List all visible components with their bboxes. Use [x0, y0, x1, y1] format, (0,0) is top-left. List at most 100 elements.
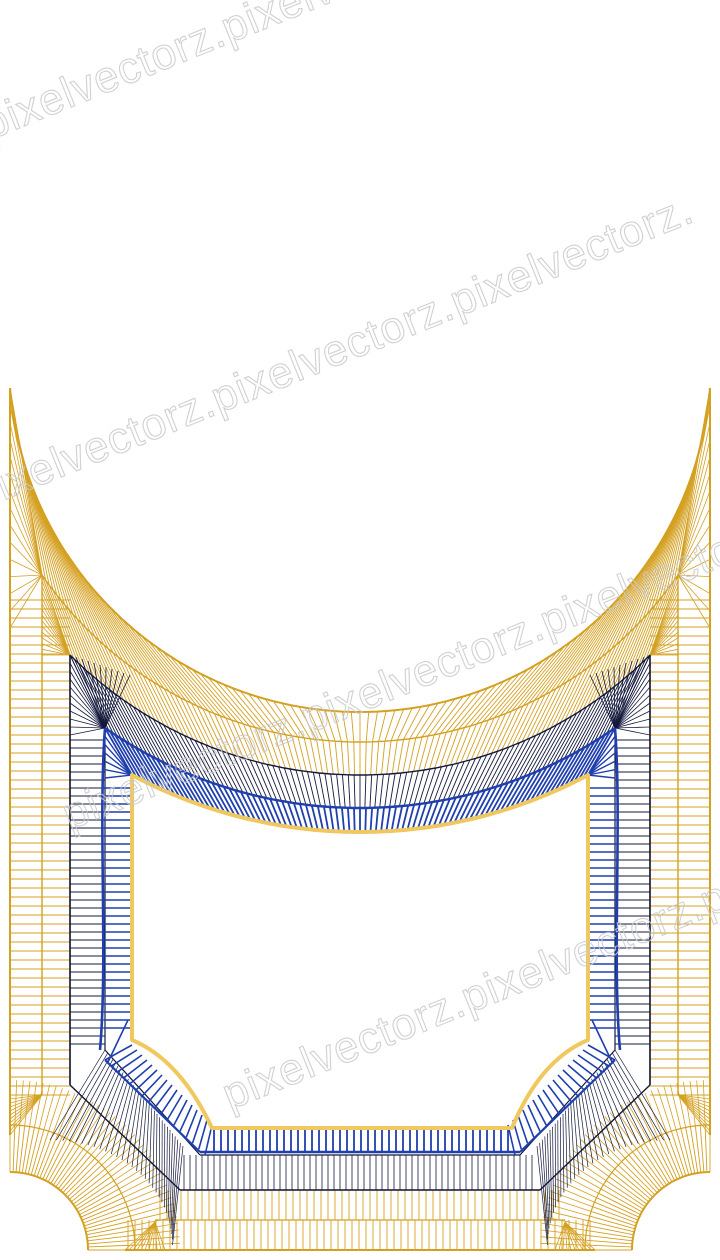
stitch-line	[189, 737, 216, 784]
stitch-line	[501, 705, 524, 750]
stitch-line	[76, 1184, 117, 1210]
stitch-line	[564, 1221, 576, 1251]
stitch-line	[60, 1154, 92, 1191]
stitch-line	[142, 712, 174, 768]
stitch-line	[231, 687, 268, 732]
stitch-line	[188, 773, 211, 809]
stitch-line	[43, 1086, 57, 1130]
stitch-line	[580, 1139, 616, 1170]
stitch-line	[69, 1168, 106, 1200]
stitch-line	[140, 1221, 156, 1251]
stitch-line	[624, 497, 684, 637]
stitch-line	[587, 727, 616, 776]
stitch-line	[132, 1221, 156, 1251]
stitch-line	[141, 635, 198, 707]
stitch-line	[303, 737, 313, 773]
stitch-line	[641, 584, 672, 663]
stitch-line	[589, 1215, 636, 1230]
stitch-line	[237, 721, 255, 762]
stitch-line	[132, 1216, 177, 1226]
stitch-line	[565, 1110, 568, 1188]
stitch-line	[41, 626, 71, 656]
stitch-line	[409, 704, 430, 740]
stitch-line	[62, 1056, 111, 1141]
stitch-line	[552, 1126, 554, 1213]
stitch-line	[211, 782, 231, 815]
stitch-line	[402, 738, 411, 773]
stitch-line	[43, 513, 105, 645]
stitch-line	[677, 574, 711, 629]
stitch-line	[614, 662, 627, 729]
stitch-line	[557, 1074, 579, 1097]
stitch-line	[590, 1210, 636, 1227]
stitch-line	[549, 1129, 553, 1218]
stitch-line	[560, 1117, 562, 1198]
stitch-line	[427, 698, 456, 737]
stitch-line	[484, 784, 503, 817]
stitch-line	[450, 727, 465, 766]
stitch-line	[9, 574, 43, 612]
stitch-line	[563, 699, 597, 759]
stitch-line	[79, 1192, 122, 1216]
stitch-line	[62, 1157, 96, 1194]
stitch-line	[594, 1201, 639, 1221]
inner-gold-edge-line	[130, 773, 590, 1130]
stitch-line	[150, 755, 176, 796]
stitch-line	[588, 1220, 635, 1233]
stitch-line	[298, 706, 317, 740]
stitch-line	[69, 686, 106, 729]
stitch-line	[578, 1094, 589, 1168]
stitch-line	[166, 1126, 168, 1213]
stitch-line	[148, 1107, 153, 1184]
navy-satin-band	[49, 654, 671, 1246]
stitch-line	[69, 702, 106, 729]
stitch-line	[44, 1138, 68, 1181]
stitch-line	[245, 793, 262, 823]
stitch-line	[529, 763, 554, 802]
stitch-line	[41, 609, 71, 656]
stitch-line	[375, 741, 380, 775]
stitch-line	[564, 1221, 572, 1251]
stitch-line	[397, 739, 404, 774]
stitch-line	[704, 1125, 708, 1173]
stitch-line	[334, 741, 339, 775]
stitch-line	[677, 439, 711, 576]
stitch-line	[207, 677, 250, 727]
stitch-line	[69, 726, 106, 729]
stitch-line	[121, 1088, 137, 1161]
stitch-line	[121, 1172, 162, 1194]
stitch-line	[582, 1049, 610, 1067]
stitch-line	[470, 719, 489, 760]
stitch-line	[12, 1125, 16, 1173]
stitch-line	[139, 749, 166, 792]
stitch-line	[589, 1129, 622, 1162]
stitch-line	[581, 685, 616, 750]
stitch-line	[51, 529, 114, 654]
stitch-line	[260, 762, 278, 801]
stitch-line	[81, 658, 106, 729]
stitch-line	[134, 746, 162, 790]
stitch-line	[69, 678, 106, 729]
stitch-line	[486, 713, 507, 756]
stitch-line	[403, 771, 414, 806]
stitch-line	[9, 490, 43, 576]
watermark-text-2: pixelvectorz.pixelvectorz.pixelvectorz.	[0, 184, 700, 519]
stitch-line	[129, 743, 157, 788]
stitch-line	[585, 1244, 633, 1248]
stitch-line	[385, 806, 391, 832]
stitch-line	[381, 741, 386, 775]
stitch-line	[202, 708, 224, 752]
stitch-line	[624, 1157, 658, 1194]
stitch-line	[87, 1239, 135, 1245]
stitch-line	[539, 758, 565, 798]
stitch-line	[9, 1094, 43, 1120]
stitch-line	[611, 1172, 649, 1203]
stitch-line	[264, 698, 293, 737]
stitch-line	[297, 736, 307, 772]
stitch-line	[620, 1104, 646, 1144]
stitch-line	[421, 700, 447, 738]
stitch-line	[123, 1059, 148, 1079]
stitch-line	[69, 670, 106, 729]
stitch-line	[9, 1094, 43, 1124]
stitch-line	[147, 715, 179, 770]
